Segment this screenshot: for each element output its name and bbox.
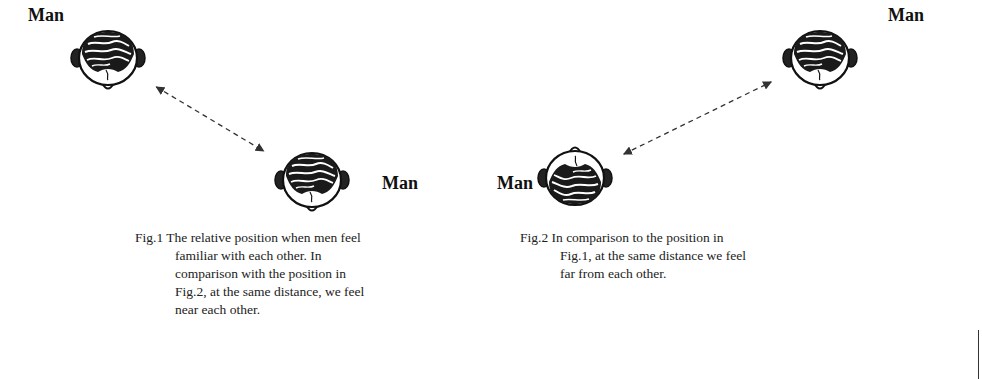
figure-caption: Fig.1 The relative position when men fee… <box>135 229 380 319</box>
frame-line <box>978 330 979 379</box>
person-label: Man <box>382 174 418 192</box>
head-figure <box>275 153 349 211</box>
figure-caption: Fig.2 In comparison to the position in F… <box>520 229 748 283</box>
person-label: Man <box>888 6 924 24</box>
head-figure <box>783 31 857 89</box>
person-head: Man <box>70 24 146 92</box>
head-figure <box>71 31 145 89</box>
person-label: Man <box>28 6 64 24</box>
head-figure <box>538 148 612 206</box>
distance-arrow <box>624 82 771 154</box>
distance-arrow <box>156 87 263 151</box>
person-head: Man <box>274 146 350 214</box>
person-head: Man <box>782 24 858 92</box>
person-label: Man <box>497 174 533 192</box>
person-head: Man <box>537 144 613 212</box>
